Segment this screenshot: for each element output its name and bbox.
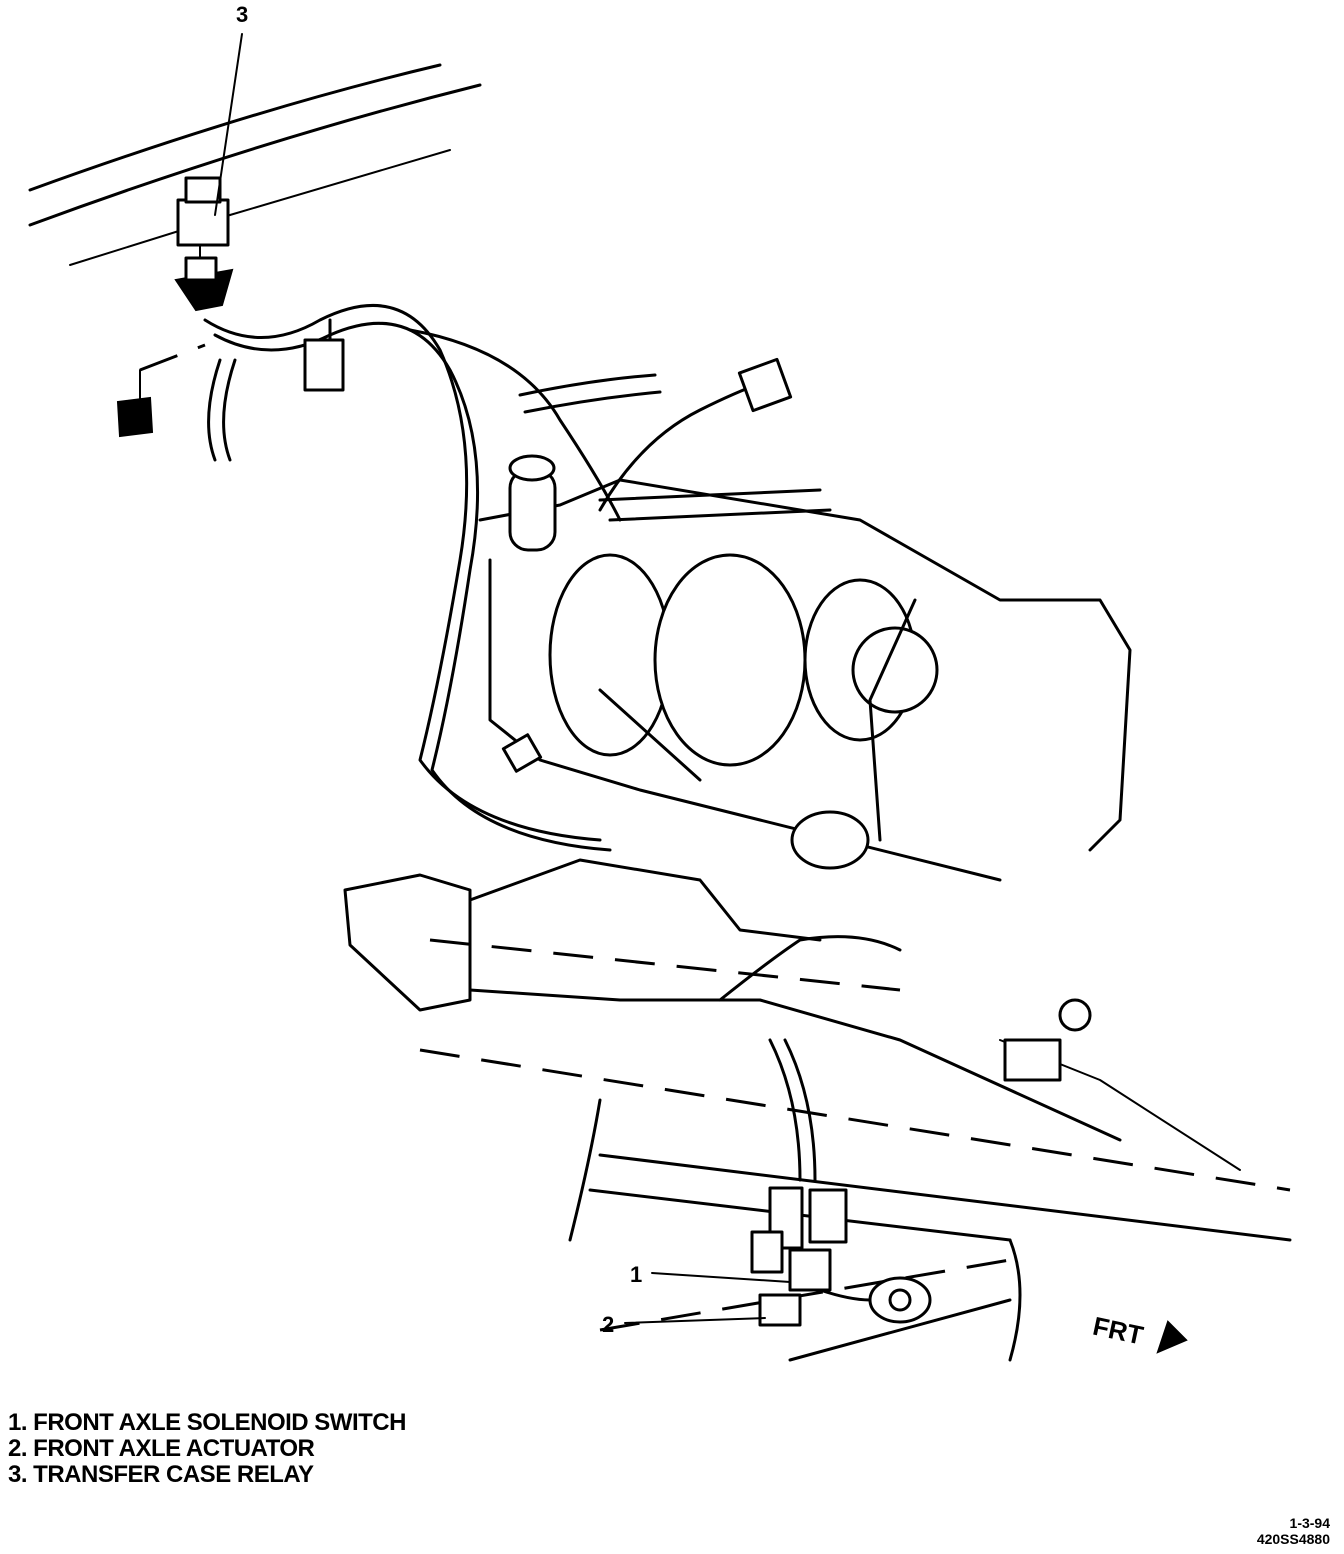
legend-item-2: 2. FRONT AXLE ACTUATOR bbox=[8, 1435, 315, 1462]
callout-2: 2 bbox=[602, 1312, 766, 1337]
callout-1-label: 1 bbox=[630, 1262, 642, 1287]
wiring-harness bbox=[116, 304, 622, 852]
callout-3: 3 bbox=[214, 2, 248, 216]
reference-number: 420SS4880 bbox=[1256, 1531, 1330, 1547]
frt-direction-indicator: FRT bbox=[1090, 1311, 1188, 1354]
callout-2-label: 2 bbox=[602, 1312, 614, 1337]
front-axle-solenoid-switch bbox=[788, 1248, 832, 1292]
frame-rail-upper bbox=[28, 63, 482, 266]
frt-arrow-icon bbox=[1156, 1320, 1188, 1354]
callout-1: 1 bbox=[630, 1262, 791, 1287]
front-axle-connectors bbox=[750, 1038, 848, 1327]
front-axle-actuator bbox=[818, 1276, 932, 1324]
transfer-case bbox=[478, 454, 1132, 882]
legend-item-1: 1. FRONT AXLE SOLENOID SWITCH bbox=[8, 1409, 406, 1436]
legend-item-3: 3. TRANSFER CASE RELAY bbox=[8, 1461, 314, 1488]
front-axle bbox=[343, 858, 1291, 1192]
frt-label: FRT bbox=[1090, 1311, 1146, 1351]
transfer-case-relay bbox=[174, 176, 234, 312]
vacuum-hose bbox=[518, 357, 793, 512]
callout-3-label: 3 bbox=[236, 2, 248, 27]
reference-date: 1-3-94 bbox=[1289, 1515, 1330, 1531]
legend: 1. FRONT AXLE SOLENOID SWITCH 2. FRONT A… bbox=[8, 1410, 406, 1488]
